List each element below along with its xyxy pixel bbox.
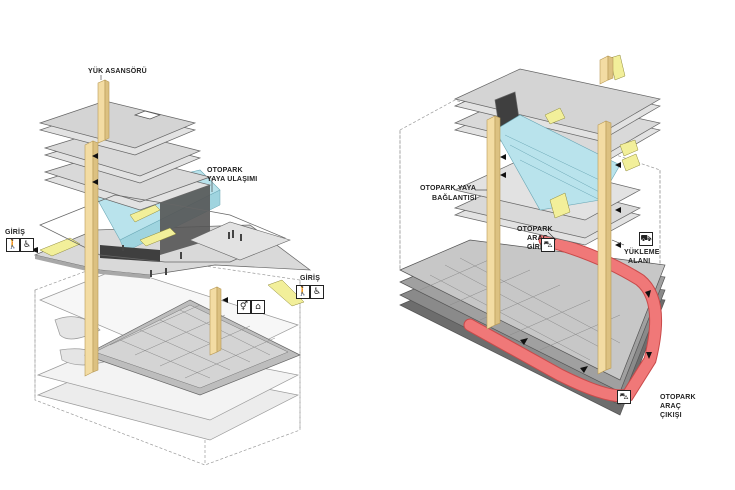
car-icon: ⛍ [541,238,555,252]
wheelchair-icon: ♿ [20,238,34,252]
left-leader-lines [100,75,213,192]
label-entrance-left: GİRİŞ [5,229,26,236]
car-icon-exit: ⛍ [617,390,631,404]
left-cores [84,79,222,377]
label-entrance-right: GİRİŞ [300,275,321,282]
label-parking-pedestrian-2: YAYA ULAŞIMI [207,176,258,183]
right-flow-arrows [500,154,621,248]
label-freight-elevator: YÜK ASANSÖRÜ [88,68,147,75]
right-axonometric [399,54,666,416]
label-parking-ped-connection-2: BAĞLANTISI [432,195,477,202]
label-car-exit-1: OTOPARK [660,394,696,401]
label-car-exit-3: ÇIKIŞI [660,412,682,419]
pedestrian-icon: 🚶 [6,238,20,252]
label-car-exit-2: ARAÇ [660,403,682,410]
wheelchair-icon-right: ♿ [310,285,324,299]
left-people [122,230,242,277]
left-upper-slabs [38,100,212,211]
label-parking-ped-connection-1: OTOPARK YAYA [420,185,477,192]
label-car-entry-2: ARAÇ [527,235,549,242]
label-car-entry-1: OTOPARK [517,226,553,233]
right-glass-atrium [494,114,621,211]
left-axonometric [30,75,320,466]
right-ghost-outline [399,99,661,271]
car-route [463,233,663,403]
right-stairs [544,54,641,219]
pedestrian-icon-right: 🚶 [296,285,310,299]
restroom-icon: ⚥ [237,300,251,314]
label-loading-1: YÜKLEME [624,249,660,256]
cloakroom-icon: ⌂ [251,300,265,314]
label-parking-pedestrian-1: OTOPARK [207,167,243,174]
label-loading-2: ALANI [628,258,651,265]
left-stairs [39,204,305,307]
truck-icon: ⛟ [639,232,653,246]
left-parking-slab [84,299,301,396]
label-car-entry-3: GİRİŞİ [527,244,550,251]
right-cores [486,55,614,375]
